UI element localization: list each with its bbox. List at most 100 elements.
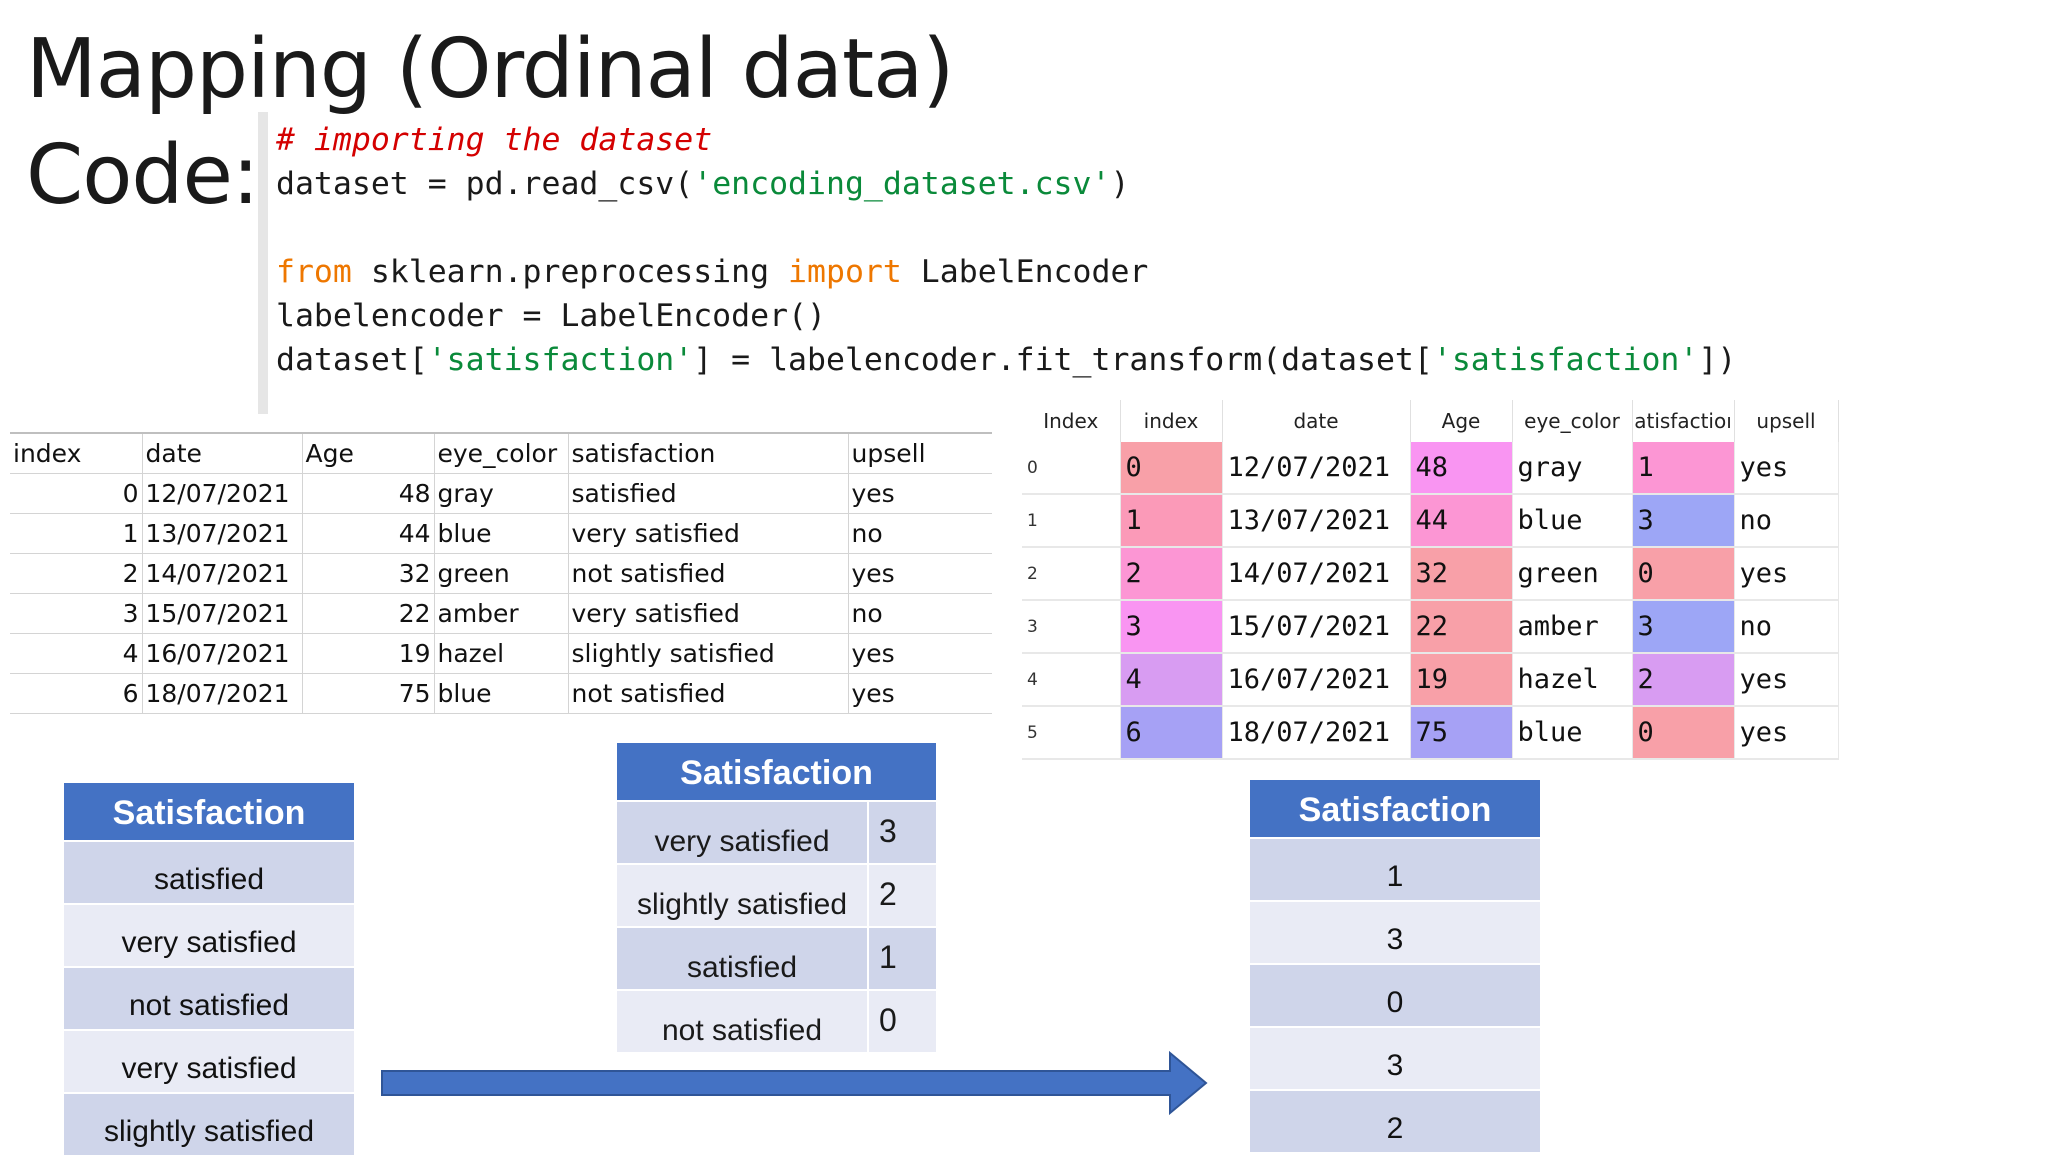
code-token: sklearn.preprocessing [351,254,789,290]
table-cell: amber [434,593,569,634]
arrow-right-icon [381,1050,1208,1116]
column-header: Age [1410,400,1513,442]
table-cell: 13/07/2021 [142,513,303,554]
table-cell: 3 [1632,600,1735,654]
table-cell: 48 [1410,442,1513,495]
satisfaction-encoded-box: Satisfaction 1 3 0 3 2 [1250,780,1540,1152]
box-header: Satisfaction [64,783,354,840]
table-cell: 44 [302,513,435,554]
code-token: labelencoder = LabelEncoder() [276,298,826,334]
table-cell: 0 [1632,547,1735,601]
code-line-4: from sklearn.preprocessing import LabelE… [276,250,1736,294]
table-cell: 4 [10,633,143,674]
table-cell: 14/07/2021 [142,553,303,594]
table-cell: 12/07/2021 [142,473,303,514]
column-header: atisfactioı [1632,400,1735,442]
table-cell: 44 [1410,494,1513,548]
mapping-value: 2 [869,865,936,926]
box-row: 0 [1250,965,1540,1026]
table-cell: 15/07/2021 [142,593,303,634]
table-cell: yes [848,553,992,594]
mapping-row: slightly satisfied 2 [617,865,936,926]
table-cell: 32 [302,553,435,594]
code-line-blank: ​ [276,206,1736,250]
slide-title: Mapping (Ordinal data) [26,22,954,117]
table-cell: 1 [10,513,143,554]
mapping-label: not satisfied [617,991,867,1052]
table-cell: 16/07/2021 [1222,653,1411,707]
code-string: 'satisfaction' [1432,342,1699,378]
table-cell: 22 [1410,600,1513,654]
mapping-value: 0 [869,991,936,1052]
table-cell: 22 [302,593,435,634]
table-cell: 3 [1120,600,1223,654]
mapping-row: not satisfied 0 [617,991,936,1052]
table-cell: green [434,553,569,594]
mapping-label: satisfied [617,928,867,989]
row-index-cell: 1 [1022,494,1121,548]
box-row: very satisfied [64,1031,354,1092]
table-cell: 4 [1120,653,1223,707]
encoded-dataset-table: Index index date Age eye_color atisfacti… [1022,400,1839,760]
code-string: 'satisfaction' [427,342,694,378]
column-header: date [1222,400,1411,442]
table-cell: 75 [1410,706,1513,760]
box-row: not satisfied [64,968,354,1029]
table-cell: 19 [302,633,435,674]
table-cell: 0 [1120,442,1223,495]
table-cell: 19 [1410,653,1513,707]
code-line-5: labelencoder = LabelEncoder() [276,294,1736,338]
code-gutter-bar [258,112,268,414]
table-cell: yes [1734,706,1839,760]
table-cell: 18/07/2021 [1222,706,1411,760]
table-cell: 0 [1632,706,1735,760]
table-cell: very satisfied [568,593,849,634]
code-token: dataset[ [276,342,428,378]
table-cell: 75 [302,673,435,714]
original-dataset-table: index date Age eye_color satisfaction up… [10,432,992,714]
code-line-2: dataset = pd.read_csv('encoding_dataset.… [276,162,1736,206]
table-cell: 13/07/2021 [1222,494,1411,548]
box-row: slightly satisfied [64,1094,354,1155]
table-cell: 1 [1120,494,1223,548]
table-cell: 2 [1120,547,1223,601]
table-cell: 0 [10,473,143,514]
column-header: index [10,432,143,474]
table-cell: no [848,513,992,554]
code-token: ]) [1698,342,1737,378]
satisfaction-original-box: Satisfaction satisfied very satisfied no… [64,783,354,1155]
box-header: Satisfaction [1250,780,1540,837]
table-cell: no [1734,494,1839,548]
box-header: Satisfaction [617,743,936,800]
column-header: date [142,432,303,474]
table-cell: blue [434,673,569,714]
table-cell: 12/07/2021 [1222,442,1411,495]
code-string: 'encoding_dataset.csv' [693,166,1111,202]
table-cell: 3 [1632,494,1735,548]
code-keyword: import [788,254,902,290]
table-cell: hazel [1512,653,1633,707]
code-token: ] = labelencoder.fit_transform(dataset[ [693,342,1433,378]
row-index-cell: 2 [1022,547,1121,601]
table-cell: yes [848,633,992,674]
table-cell: no [848,593,992,634]
table-cell: 2 [1632,653,1735,707]
column-header: upsell [1734,400,1839,442]
column-header: upsell [848,432,992,474]
code-label: Code: [26,128,260,223]
table-cell: yes [1734,442,1839,495]
table-header-row: Index index date Age eye_color atisfacti… [1022,400,1839,442]
table-cell: yes [1734,653,1839,707]
box-row: very satisfied [64,905,354,966]
row-index-cell: 0 [1022,442,1121,495]
table-cell: amber [1512,600,1633,654]
table-cell: green [1512,547,1633,601]
code-token: dataset = pd.read_csv( [276,166,694,202]
